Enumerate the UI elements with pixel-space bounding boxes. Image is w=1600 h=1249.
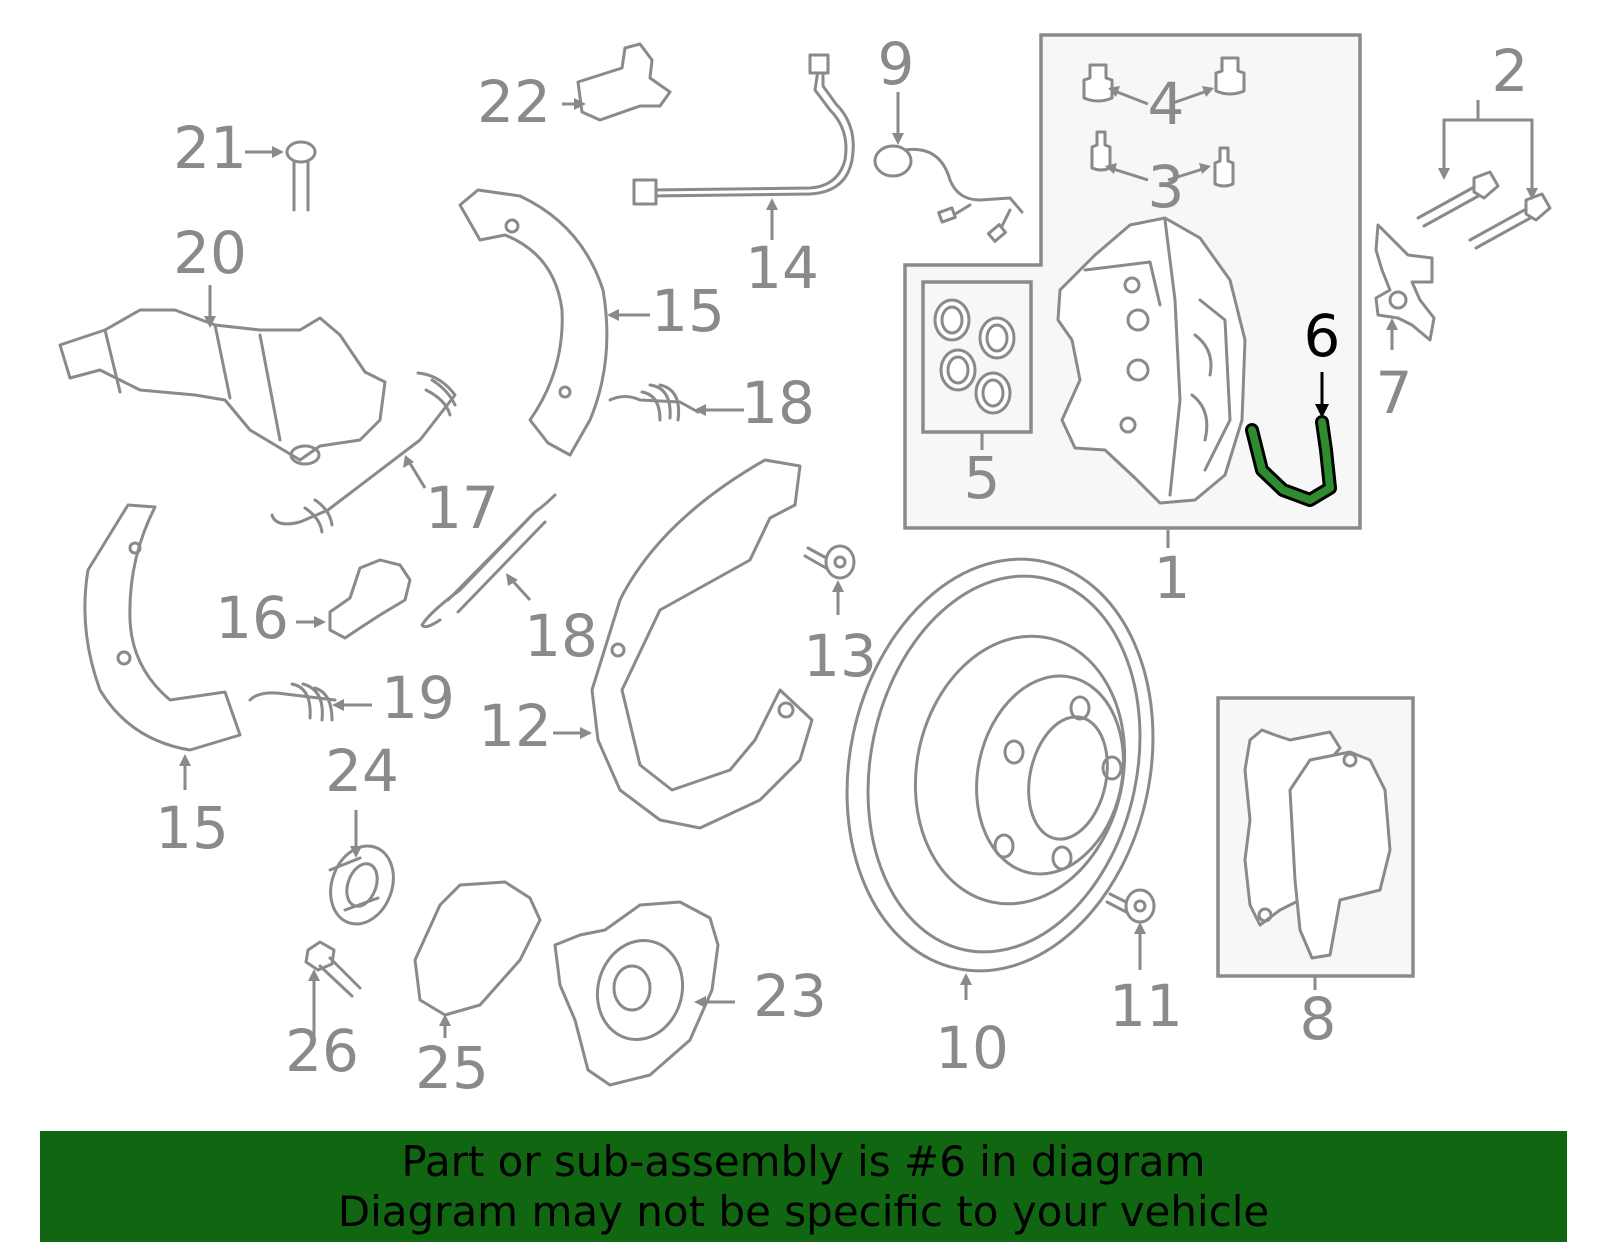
adjuster-spring-upper [608,383,700,422]
wheel-bearing [328,844,395,926]
adjuster-spring-lower [420,493,557,629]
bolt-21 [285,140,317,212]
part-6-arrow-head [1315,404,1329,418]
callout-3: 3 [1148,153,1185,221]
callout-5: 5 [964,444,1001,512]
callout-26: 26 [285,1017,359,1085]
bolt-26 [304,940,362,998]
callout-numbers: 1 2 3 4 5 6 7 8 9 10 11 12 13 14 15 15 1… [155,30,1528,1102]
seal-rings [933,298,1016,415]
info-banner: Part or sub-assembly is #6 in diagram Di… [40,1131,1567,1242]
callout-12: 12 [478,692,552,760]
callout-1: 1 [1154,544,1191,612]
shoe-hole [558,385,572,399]
screw-13 [803,544,856,580]
backing-plate [590,458,814,830]
callout-17: 17 [425,474,499,542]
bleeder-caps [1082,56,1246,103]
callout-15b: 15 [155,794,229,862]
callout-24: 24 [325,737,399,805]
callout-15a: 15 [651,277,725,345]
callout-6: 6 [1304,302,1341,370]
parking-brake-actuator [58,308,387,466]
hold-down-spring [248,682,337,722]
callout-21: 21 [173,114,247,182]
callout-11: 11 [1109,972,1183,1040]
callout-2: 2 [1492,37,1529,105]
callout-18a: 18 [741,369,815,437]
callout-4: 4 [1148,70,1185,138]
caliper-bracket [1374,223,1436,342]
part-6-brake-line-fill [1248,418,1334,504]
shoe-hole [504,218,520,234]
caliper-bolts [1416,170,1552,250]
callout-20: 20 [173,219,247,287]
callout-7: 7 [1376,359,1413,427]
arrow-heads [179,86,1538,1026]
callout-8: 8 [1300,985,1337,1053]
callout-10: 10 [935,1014,1009,1082]
brake-shoe-upper [458,188,609,457]
callout-19: 19 [381,664,455,732]
callout-18b: 18 [524,602,598,670]
callout-9: 9 [878,30,915,98]
shoe-hole [128,541,142,555]
return-spring [270,371,457,534]
callout-16: 16 [215,584,289,652]
abs-sensor [576,42,672,122]
plate-hole [610,642,626,658]
brake-rotor [845,557,1155,973]
brake-adjuster [328,558,412,640]
brake-caliper [1056,216,1247,505]
callout-13: 13 [803,622,877,690]
banner-line-2: Diagram may not be specific to your vehi… [337,1187,1270,1236]
callout-14: 14 [745,234,819,302]
banner-line-1: Part or sub-assembly is #6 in diagram [401,1137,1206,1186]
shoe-hole [116,650,132,666]
callout-22: 22 [477,68,551,136]
wheel-hub-carrier [553,900,720,1087]
bleeder-screws [1090,130,1235,188]
plate-hole [777,701,795,719]
brake-pads [1243,728,1392,960]
brake-shoe-lower [83,503,242,752]
callout-23: 23 [753,962,827,1030]
wear-sensor [873,144,1024,243]
screw-11 [1105,888,1156,924]
hub-gasket [413,880,542,1017]
bracket-hole [1388,290,1408,310]
brake-hose [632,53,855,206]
callout-25: 25 [415,1034,489,1102]
